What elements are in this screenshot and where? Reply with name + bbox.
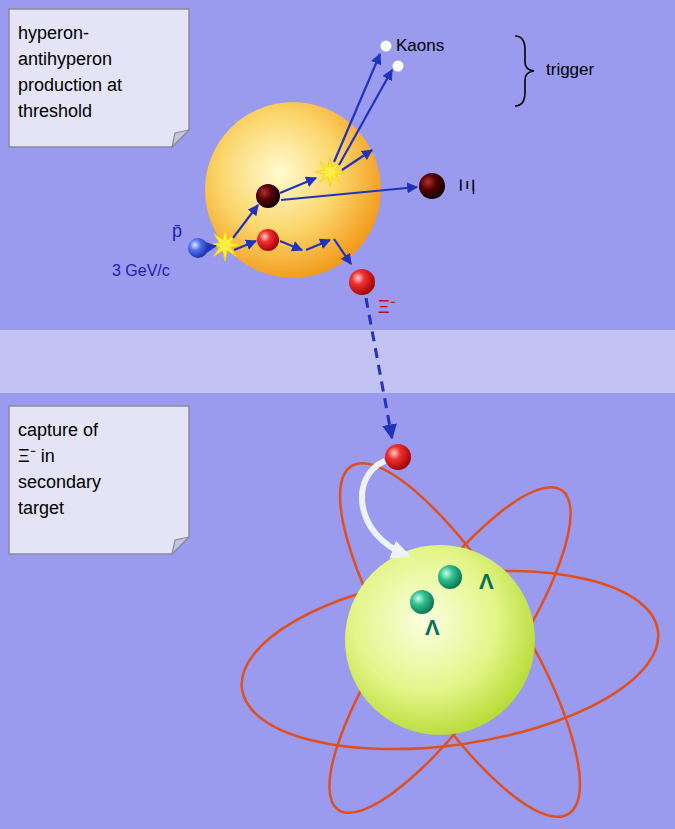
antihyperon-ball: [256, 184, 280, 208]
particle-label: p̄: [172, 222, 182, 242]
separator-band: [0, 330, 675, 393]
hyperon-ball: [257, 229, 279, 251]
transfer-arrow: [366, 298, 392, 438]
lambda-ball: [438, 565, 462, 589]
particle-label: Ξ̄: [456, 179, 478, 192]
note-box: hyperon-antihyperon production at thresh…: [8, 8, 190, 148]
target-nucleus: [205, 102, 381, 278]
particle-label: Ξ⁻: [378, 298, 396, 318]
momentum-label: 3 GeV/c: [112, 262, 170, 280]
kaon-dot: [393, 61, 404, 72]
particle-label: Λ: [425, 617, 440, 639]
antiproton-ball: [188, 238, 208, 258]
nucleus-circle: [345, 545, 535, 735]
capture-arrow: [362, 461, 407, 555]
nucleus: ΛΛ: [345, 545, 535, 735]
particle-label: Λ: [479, 571, 494, 593]
hyperon-ball: [349, 269, 375, 295]
kaon-dot: [381, 41, 392, 52]
captured-hyperon-ball: [385, 444, 411, 470]
note-text: capture of Ξ⁻ in secondary target: [18, 417, 110, 521]
particle-label: Kaons: [396, 37, 444, 56]
trigger-label: trigger: [546, 61, 594, 80]
antihyperon-ball: [419, 173, 445, 199]
lambda-ball: [410, 590, 434, 614]
particle-tracks: [209, 54, 417, 264]
trigger-brace: [515, 36, 534, 106]
atom-orbits: [230, 434, 670, 829]
note-text: hyperon-antihyperon production at thresh…: [18, 20, 143, 124]
note-box: capture of Ξ⁻ in secondary target: [8, 405, 190, 555]
